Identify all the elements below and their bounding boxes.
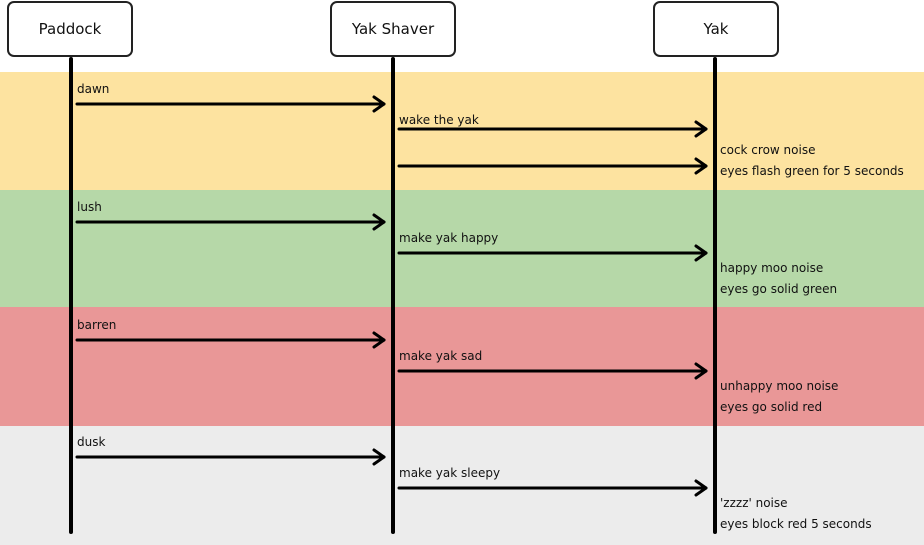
message-label-make-yak-sad: make yak sad xyxy=(399,349,483,363)
message-label-lush: lush xyxy=(77,200,102,214)
phase-band-lush xyxy=(0,190,924,307)
phase-band-barren xyxy=(0,307,924,426)
note-dawn-effects: cock crow noise eyes flash green for 5 s… xyxy=(720,140,904,182)
arrow-dawn xyxy=(75,95,386,113)
message-label-wake-the-yak: wake the yak xyxy=(399,113,479,127)
arrow-make-yak-happy xyxy=(397,244,708,262)
lifeline-paddock xyxy=(69,57,73,534)
message-label-dusk: dusk xyxy=(77,435,106,449)
message-label-make-yak-sleepy: make yak sleepy xyxy=(399,466,501,480)
note-line: eyes flash green for 5 seconds xyxy=(720,164,904,178)
message-label-dawn: dawn xyxy=(77,82,110,96)
note-dusk-effects: 'zzzz' noise eyes block red 5 seconds xyxy=(720,493,872,535)
note-line: unhappy moo noise xyxy=(720,379,839,393)
participant-yak-shaver: Yak Shaver xyxy=(330,1,456,57)
arrow-dusk xyxy=(75,448,386,466)
arrow-dawn-yak-second xyxy=(397,157,708,175)
note-barren-effects: unhappy moo noise eyes go solid red xyxy=(720,376,838,418)
arrow-wake-the-yak xyxy=(397,120,708,138)
arrow-make-yak-sad xyxy=(397,362,708,380)
participant-yak-shaver-label: Yak Shaver xyxy=(351,20,435,38)
arrow-lush xyxy=(75,213,386,231)
note-line: happy moo noise xyxy=(720,261,824,275)
note-line: eyes go solid red xyxy=(720,400,823,414)
participant-paddock: Paddock xyxy=(7,1,133,57)
message-label-barren: barren xyxy=(77,318,117,332)
note-line: 'zzzz' noise xyxy=(720,496,788,510)
phase-band-dusk xyxy=(0,426,924,545)
note-line: eyes go solid green xyxy=(720,282,838,296)
message-label-make-yak-happy: make yak happy xyxy=(399,231,499,245)
note-line: cock crow noise xyxy=(720,143,816,157)
participant-yak-label: Yak xyxy=(703,20,729,38)
arrow-make-yak-sleepy xyxy=(397,479,708,497)
participant-paddock-label: Paddock xyxy=(38,20,102,38)
participant-yak: Yak xyxy=(653,1,779,57)
lifeline-yak-shaver xyxy=(391,57,395,534)
arrow-barren xyxy=(75,331,386,349)
lifeline-yak xyxy=(713,57,717,534)
note-lush-effects: happy moo noise eyes go solid green xyxy=(720,258,837,300)
phase-band-dawn xyxy=(0,72,924,190)
note-line: eyes block red 5 seconds xyxy=(720,517,872,531)
